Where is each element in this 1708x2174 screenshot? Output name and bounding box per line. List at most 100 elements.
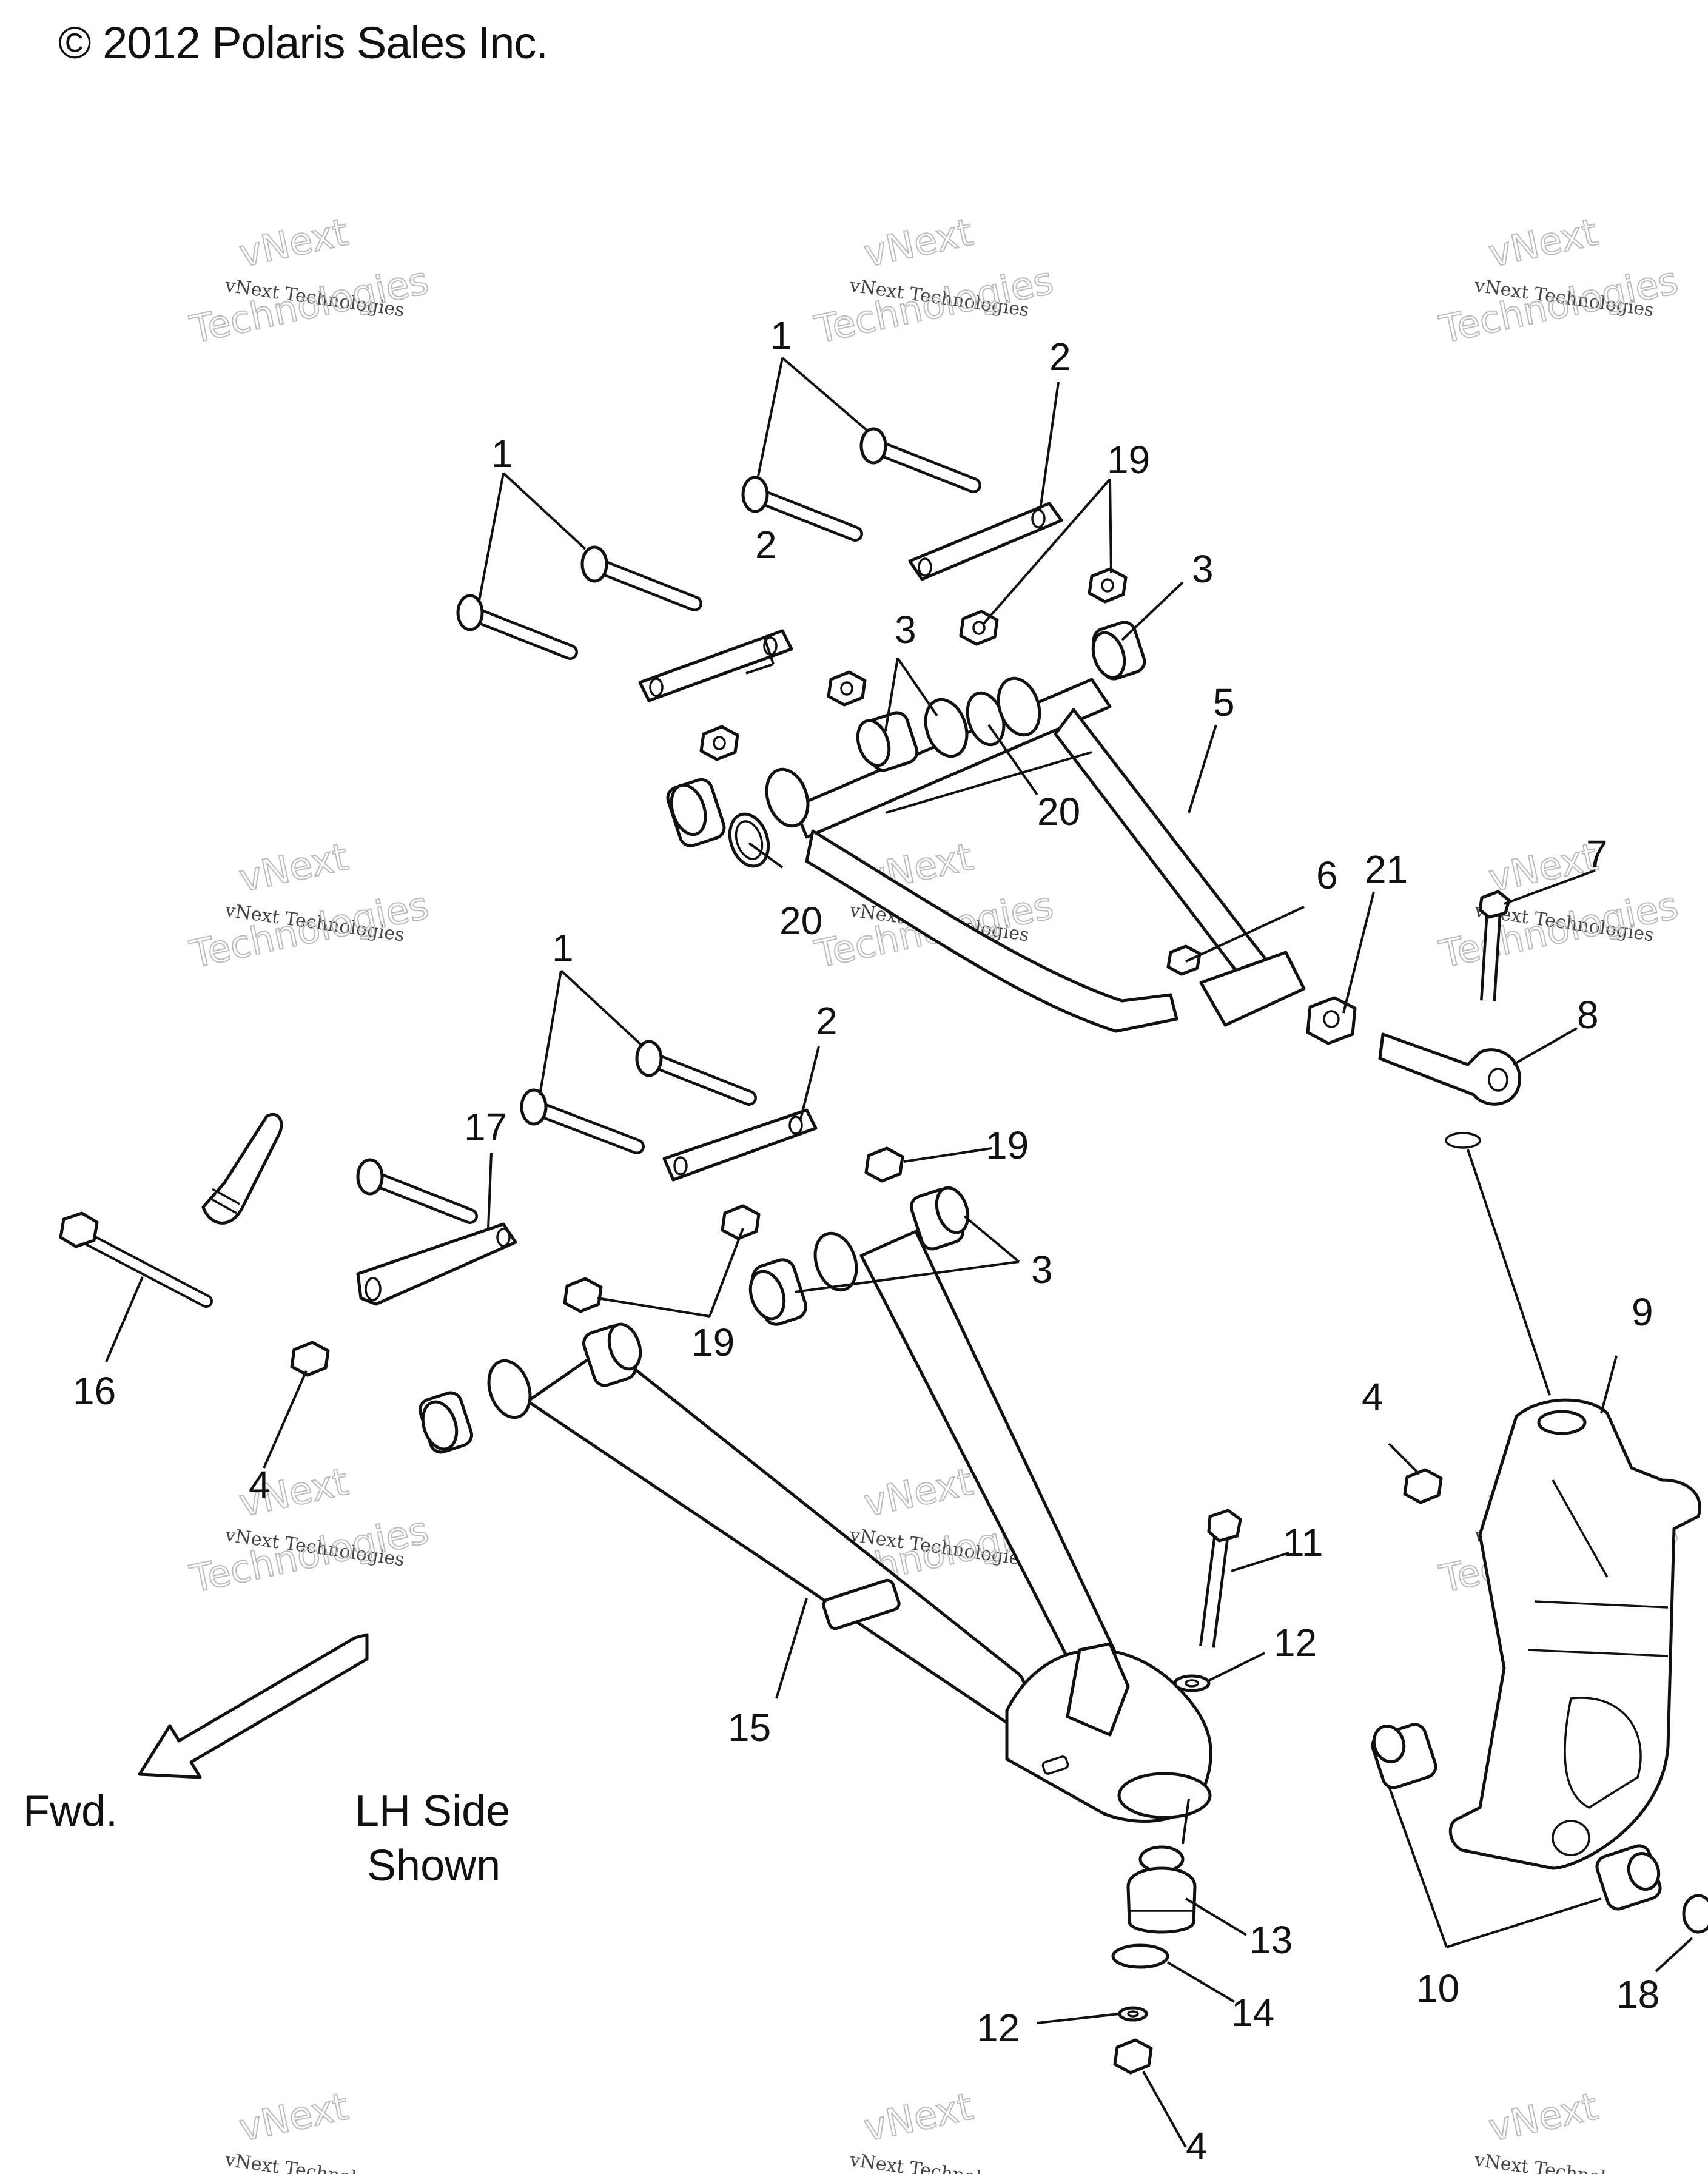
cam-plate-part — [908, 502, 1063, 581]
watermark-company: vNext Technologies — [848, 2149, 1031, 2174]
bushing-part — [1091, 621, 1146, 681]
callout-label: 3 — [1031, 1248, 1053, 1291]
watermark-vnext: vNext — [235, 2084, 352, 2150]
bushing-part — [765, 767, 810, 828]
hex-nut-part — [864, 1146, 904, 1183]
snap-ring-part — [1111, 1943, 1169, 1969]
callout-label: 4 — [1362, 1375, 1384, 1419]
watermark-vnext: vNext — [235, 210, 352, 276]
bolt-part — [456, 594, 578, 660]
bushing-part — [418, 1391, 474, 1454]
bolt-part — [859, 427, 981, 493]
watermark-vnext: vNext — [860, 210, 977, 276]
watermark-tile-3: vNext vNext Technologies Technologies — [1435, 209, 1683, 352]
lower-a-arm-part — [526, 1230, 1212, 1823]
watermark-tile-4: vNext vNext Technologies Technologies — [186, 834, 433, 977]
upper-a-arm-group — [456, 427, 1521, 1149]
callout-label: 21 — [1365, 847, 1408, 891]
bushing-part — [748, 1258, 808, 1326]
watermark-tile-1: vNext vNext Technologies Technologies — [186, 209, 433, 352]
watermark-tile-11: vNext vNext Technologies — [848, 2084, 1031, 2174]
callout-label: 16 — [73, 1369, 116, 1413]
knuckle-bore — [1537, 1410, 1587, 1435]
bushing-part — [1682, 1894, 1708, 1934]
callout-label: 15 — [728, 1706, 771, 1749]
washer-part — [1118, 2006, 1148, 2022]
watermark-tile-6: vNext vNext Technologies Technologies — [1435, 834, 1683, 977]
bushing-part — [997, 676, 1041, 737]
watermark-company: vNext Technologies — [223, 2149, 406, 2174]
watermark-tile-12: vNext vNext Technologies — [1473, 2084, 1655, 2174]
pin-part — [1478, 890, 1511, 1001]
bushing-part — [582, 1322, 642, 1387]
callout-label: 2 — [816, 999, 838, 1043]
watermark-tile-10: vNext vNext Technologies — [223, 2084, 406, 2174]
callout-label: 10 — [1416, 1967, 1459, 2010]
hex-nut-part — [827, 670, 867, 707]
hex-nut-part — [290, 1341, 330, 1377]
watermark-technologies: Technologies — [186, 883, 432, 976]
callout-label: 19 — [1107, 438, 1150, 482]
watermark-vnext: vNext — [1485, 2084, 1601, 2150]
callout-label: 7 — [1586, 832, 1608, 876]
bolt-part — [580, 545, 702, 611]
hex-nut-part — [959, 610, 999, 646]
cam-bolt-part — [201, 1112, 283, 1225]
callout-label: 12 — [977, 2006, 1020, 2050]
bushing-part — [487, 1359, 532, 1419]
hex-nut-part — [1403, 1468, 1443, 1504]
hex-nut-part — [563, 1277, 603, 1313]
watermark-technologies: Technologies — [1436, 258, 1682, 351]
callout-label: 9 — [1632, 1290, 1653, 1334]
bolt-part — [635, 1040, 757, 1106]
callout-label: 18 — [1616, 1973, 1659, 2016]
watermark-technologies: Technologies — [186, 258, 432, 351]
bolt-part — [356, 1158, 478, 1224]
watermark-vnext: vNext — [860, 2084, 977, 2150]
watermark-company: vNext Technologies — [1473, 2149, 1655, 2174]
hex-nut-part — [721, 1204, 761, 1240]
callout-label: 11 — [1283, 1521, 1323, 1564]
callout-label: 20 — [779, 899, 822, 943]
copyright-text: © 2012 Polaris Sales Inc. — [58, 18, 548, 68]
side-note-line2: Shown — [367, 1842, 500, 1890]
callout-label: 20 — [1037, 790, 1080, 833]
hex-nut-part — [1306, 996, 1357, 1045]
steering-knuckle-part — [1448, 1398, 1701, 1870]
watermark-vnext: vNext — [235, 835, 352, 901]
cam-plate-part — [662, 1108, 818, 1182]
bushing-part — [909, 1186, 970, 1251]
callout-label: 3 — [895, 608, 916, 651]
washer-part — [1173, 1674, 1211, 1692]
callout-label: 13 — [1249, 1918, 1293, 1962]
callout-label: 1 — [770, 314, 792, 357]
callout-label: 6 — [1316, 853, 1338, 897]
callout-label: 4 — [1186, 2124, 1208, 2168]
callout-labels: 1 1 2 19 3 2 3 5 20 20 6 21 7 8 1 2 17 1… — [73, 314, 1659, 2168]
callout-label: 8 — [1577, 993, 1599, 1037]
bolt-part — [741, 476, 863, 542]
forward-label: Fwd. — [23, 1787, 118, 1836]
callout-label: 5 — [1213, 681, 1235, 724]
callout-label: 2 — [1049, 335, 1071, 379]
callout-label: 1 — [552, 926, 574, 970]
callout-label: 19 — [986, 1123, 1029, 1167]
bushing-part — [666, 778, 726, 847]
tie-rod-end-part — [1378, 1032, 1521, 1149]
bushing-part — [1595, 1844, 1662, 1911]
watermark-technologies: Technologies — [186, 1507, 432, 1601]
bushing-part — [1371, 1723, 1437, 1789]
bolt-part — [59, 1211, 213, 1308]
hex-nut-part — [1088, 567, 1128, 604]
callout-label: 19 — [691, 1321, 735, 1364]
callout-label: 3 — [1192, 547, 1214, 591]
bushing-part — [813, 1231, 858, 1292]
forward-arrow — [138, 1633, 369, 1779]
shim-part — [728, 812, 770, 868]
bolt-part — [1199, 1509, 1242, 1648]
ball-joint-part — [1126, 1845, 1197, 1934]
leader-lines — [105, 357, 1693, 2148]
watermark-tile-7: vNext vNext Technologies Technologies — [186, 1459, 433, 1602]
watermark-tile-2: vNext vNext Technologies Technologies — [810, 209, 1058, 352]
